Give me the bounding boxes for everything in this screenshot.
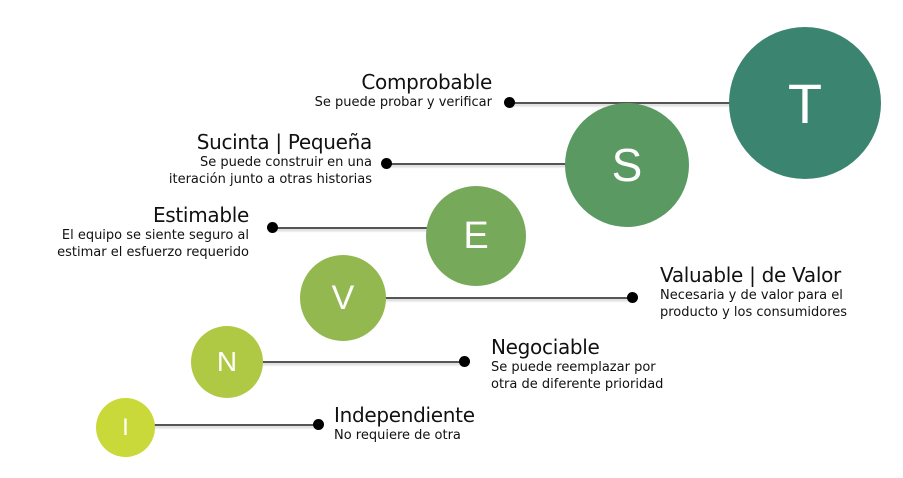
connector-line-n (258, 361, 464, 363)
connector-dot-v (627, 292, 638, 303)
connector-dot-i (313, 419, 324, 430)
circle-s: S (565, 103, 689, 227)
label-title: Independiente (334, 403, 475, 427)
connector-line-v (380, 297, 632, 299)
label-t: Comprobable Se puede probar y verificar (314, 70, 493, 111)
label-subtitle: El equipo se siente seguro al estimar el… (57, 228, 249, 260)
label-n: Negociable Se puede reemplazar por otra … (491, 335, 663, 393)
connector-line-e (272, 227, 432, 229)
label-subtitle: Se puede probar y verificar (314, 95, 492, 110)
circle-v: V (300, 255, 386, 341)
connector-dot-e (267, 222, 278, 233)
label-title: Negociable (491, 335, 600, 359)
connector-dot-n (459, 356, 470, 367)
circle-e: E (426, 186, 526, 286)
label-title: Comprobable (361, 70, 492, 94)
label-s: Sucinta | Pequeña Se puede construir en … (169, 130, 372, 188)
label-subtitle: Se puede reemplazar por otra de diferent… (491, 360, 664, 392)
circle-i: I (96, 398, 155, 457)
label-i: Independiente No requiere de otra (334, 403, 475, 444)
label-v: Valuable | de Valor Necesaria y de valor… (660, 263, 847, 321)
connector-dot-t (504, 97, 515, 108)
label-subtitle: Se puede construir en una iteración junt… (168, 155, 372, 187)
label-subtitle: No requiere de otra (334, 428, 461, 443)
connector-line-s (386, 163, 576, 165)
connector-line-i (150, 424, 318, 426)
circle-n: N (191, 326, 263, 398)
label-title: Valuable | de Valor (660, 263, 841, 287)
label-title: Sucinta | Pequeña (196, 130, 373, 154)
connector-dot-s (381, 158, 392, 169)
circle-t: T (729, 27, 881, 179)
label-title: Estimable (152, 203, 249, 227)
label-subtitle: Necesaria y de valor para el producto y … (660, 288, 848, 320)
label-e: Estimable El equipo se siente seguro al … (57, 203, 249, 261)
